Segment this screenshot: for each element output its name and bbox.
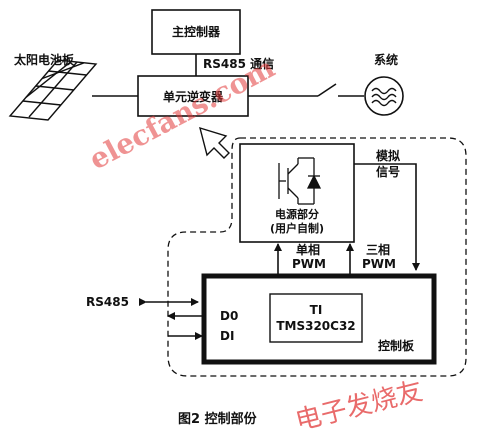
ac-system-icon bbox=[364, 76, 404, 116]
dsp-vendor-label: TI bbox=[310, 303, 323, 317]
power-section-box bbox=[239, 143, 355, 243]
rs485-label: RS485 bbox=[86, 295, 129, 309]
control-section-boundary bbox=[167, 137, 467, 377]
rs485-comm-label: RS485 通信 bbox=[203, 56, 274, 71]
igbt-icon bbox=[278, 157, 322, 205]
analog-signal-label-2: 信号 bbox=[376, 164, 400, 179]
analog-signal-arrow bbox=[354, 163, 420, 271]
dsp-chip-box bbox=[269, 293, 363, 343]
callout-arrow-icon bbox=[199, 126, 230, 159]
unit-inverter-label: 单元逆变器 bbox=[163, 89, 224, 104]
solar-panel-label: 太阳电池板 bbox=[14, 52, 75, 67]
switch-icon bbox=[317, 83, 337, 97]
figure-caption: 图2 控制部份 bbox=[178, 411, 258, 427]
power-section-label: 电源部分 bbox=[275, 207, 319, 221]
control-board-label: 控制板 bbox=[378, 338, 415, 353]
power-section-sublabel: (用户自制) bbox=[270, 221, 324, 235]
single-phase-label: 单相 bbox=[296, 242, 320, 257]
main-controller-label: 主控制器 bbox=[172, 24, 221, 39]
di-label: DI bbox=[220, 329, 234, 343]
single-phase-pwm-label: PWM bbox=[292, 257, 326, 271]
dsp-model-label: TMS320C32 bbox=[276, 319, 355, 333]
system-label: 系统 bbox=[374, 52, 398, 67]
three-phase-pwm-label: PWM bbox=[362, 257, 396, 271]
unit-inverter-box bbox=[137, 75, 249, 117]
solar-panel-icon bbox=[8, 59, 98, 121]
main-controller-box bbox=[151, 9, 241, 55]
three-phase-label: 三相 bbox=[366, 242, 390, 257]
analog-signal-label: 模拟 bbox=[376, 148, 400, 163]
d0-label: D0 bbox=[220, 309, 238, 323]
watermark-cn: 电子发烧友 bbox=[292, 376, 425, 437]
